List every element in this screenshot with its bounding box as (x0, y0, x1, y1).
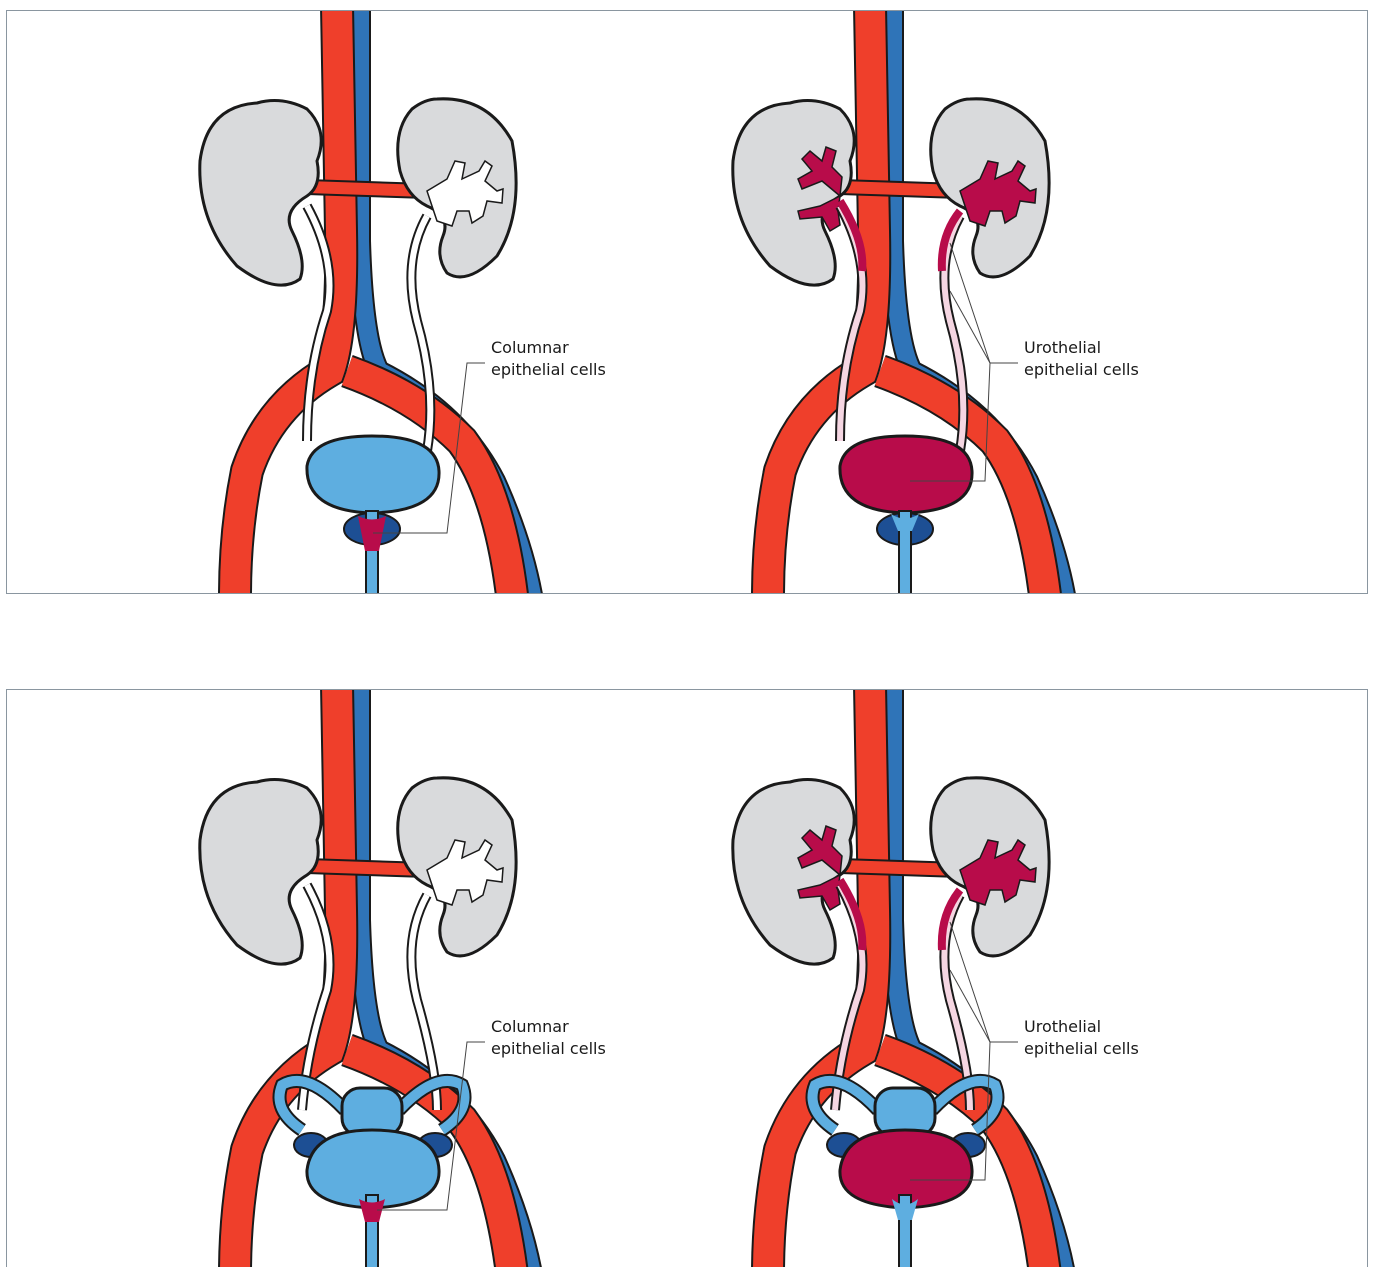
label-columnar-line1-bottom: Columnar (491, 1017, 569, 1036)
label-columnar-line1: Columnar (491, 338, 569, 357)
diagram-columnar-male: Columnar epithelial cells (200, 11, 606, 594)
panel-top-male: Columnar epithelial cells Urothelial epi… (6, 10, 1368, 594)
label-urothelial-line1-bottom: Urothelial (1024, 1017, 1101, 1036)
diagram-urothelial-female: Urothelial epithelial cells (733, 690, 1139, 1267)
diagram-urothelial-male: Urothelial epithelial cells (733, 11, 1139, 594)
label-columnar-line2: epithelial cells (491, 360, 606, 379)
label-columnar-line2-bottom: epithelial cells (491, 1039, 606, 1058)
kidney-right (200, 101, 321, 286)
label-urothelial-line1: Urothelial (1024, 338, 1101, 357)
bladder (307, 436, 439, 513)
label-urothelial-line2: epithelial cells (1024, 360, 1139, 379)
diagram-columnar-female: Columnar epithelial cells (200, 690, 606, 1267)
bladder-urothelium (840, 436, 972, 513)
panel-bottom-female: Columnar epithelial cells (6, 689, 1368, 1267)
panel-top-svg: Columnar epithelial cells Urothelial epi… (7, 11, 1368, 594)
label-urothelial-line2-bottom: epithelial cells (1024, 1039, 1139, 1058)
panel-bottom-svg: Columnar epithelial cells (7, 690, 1368, 1267)
